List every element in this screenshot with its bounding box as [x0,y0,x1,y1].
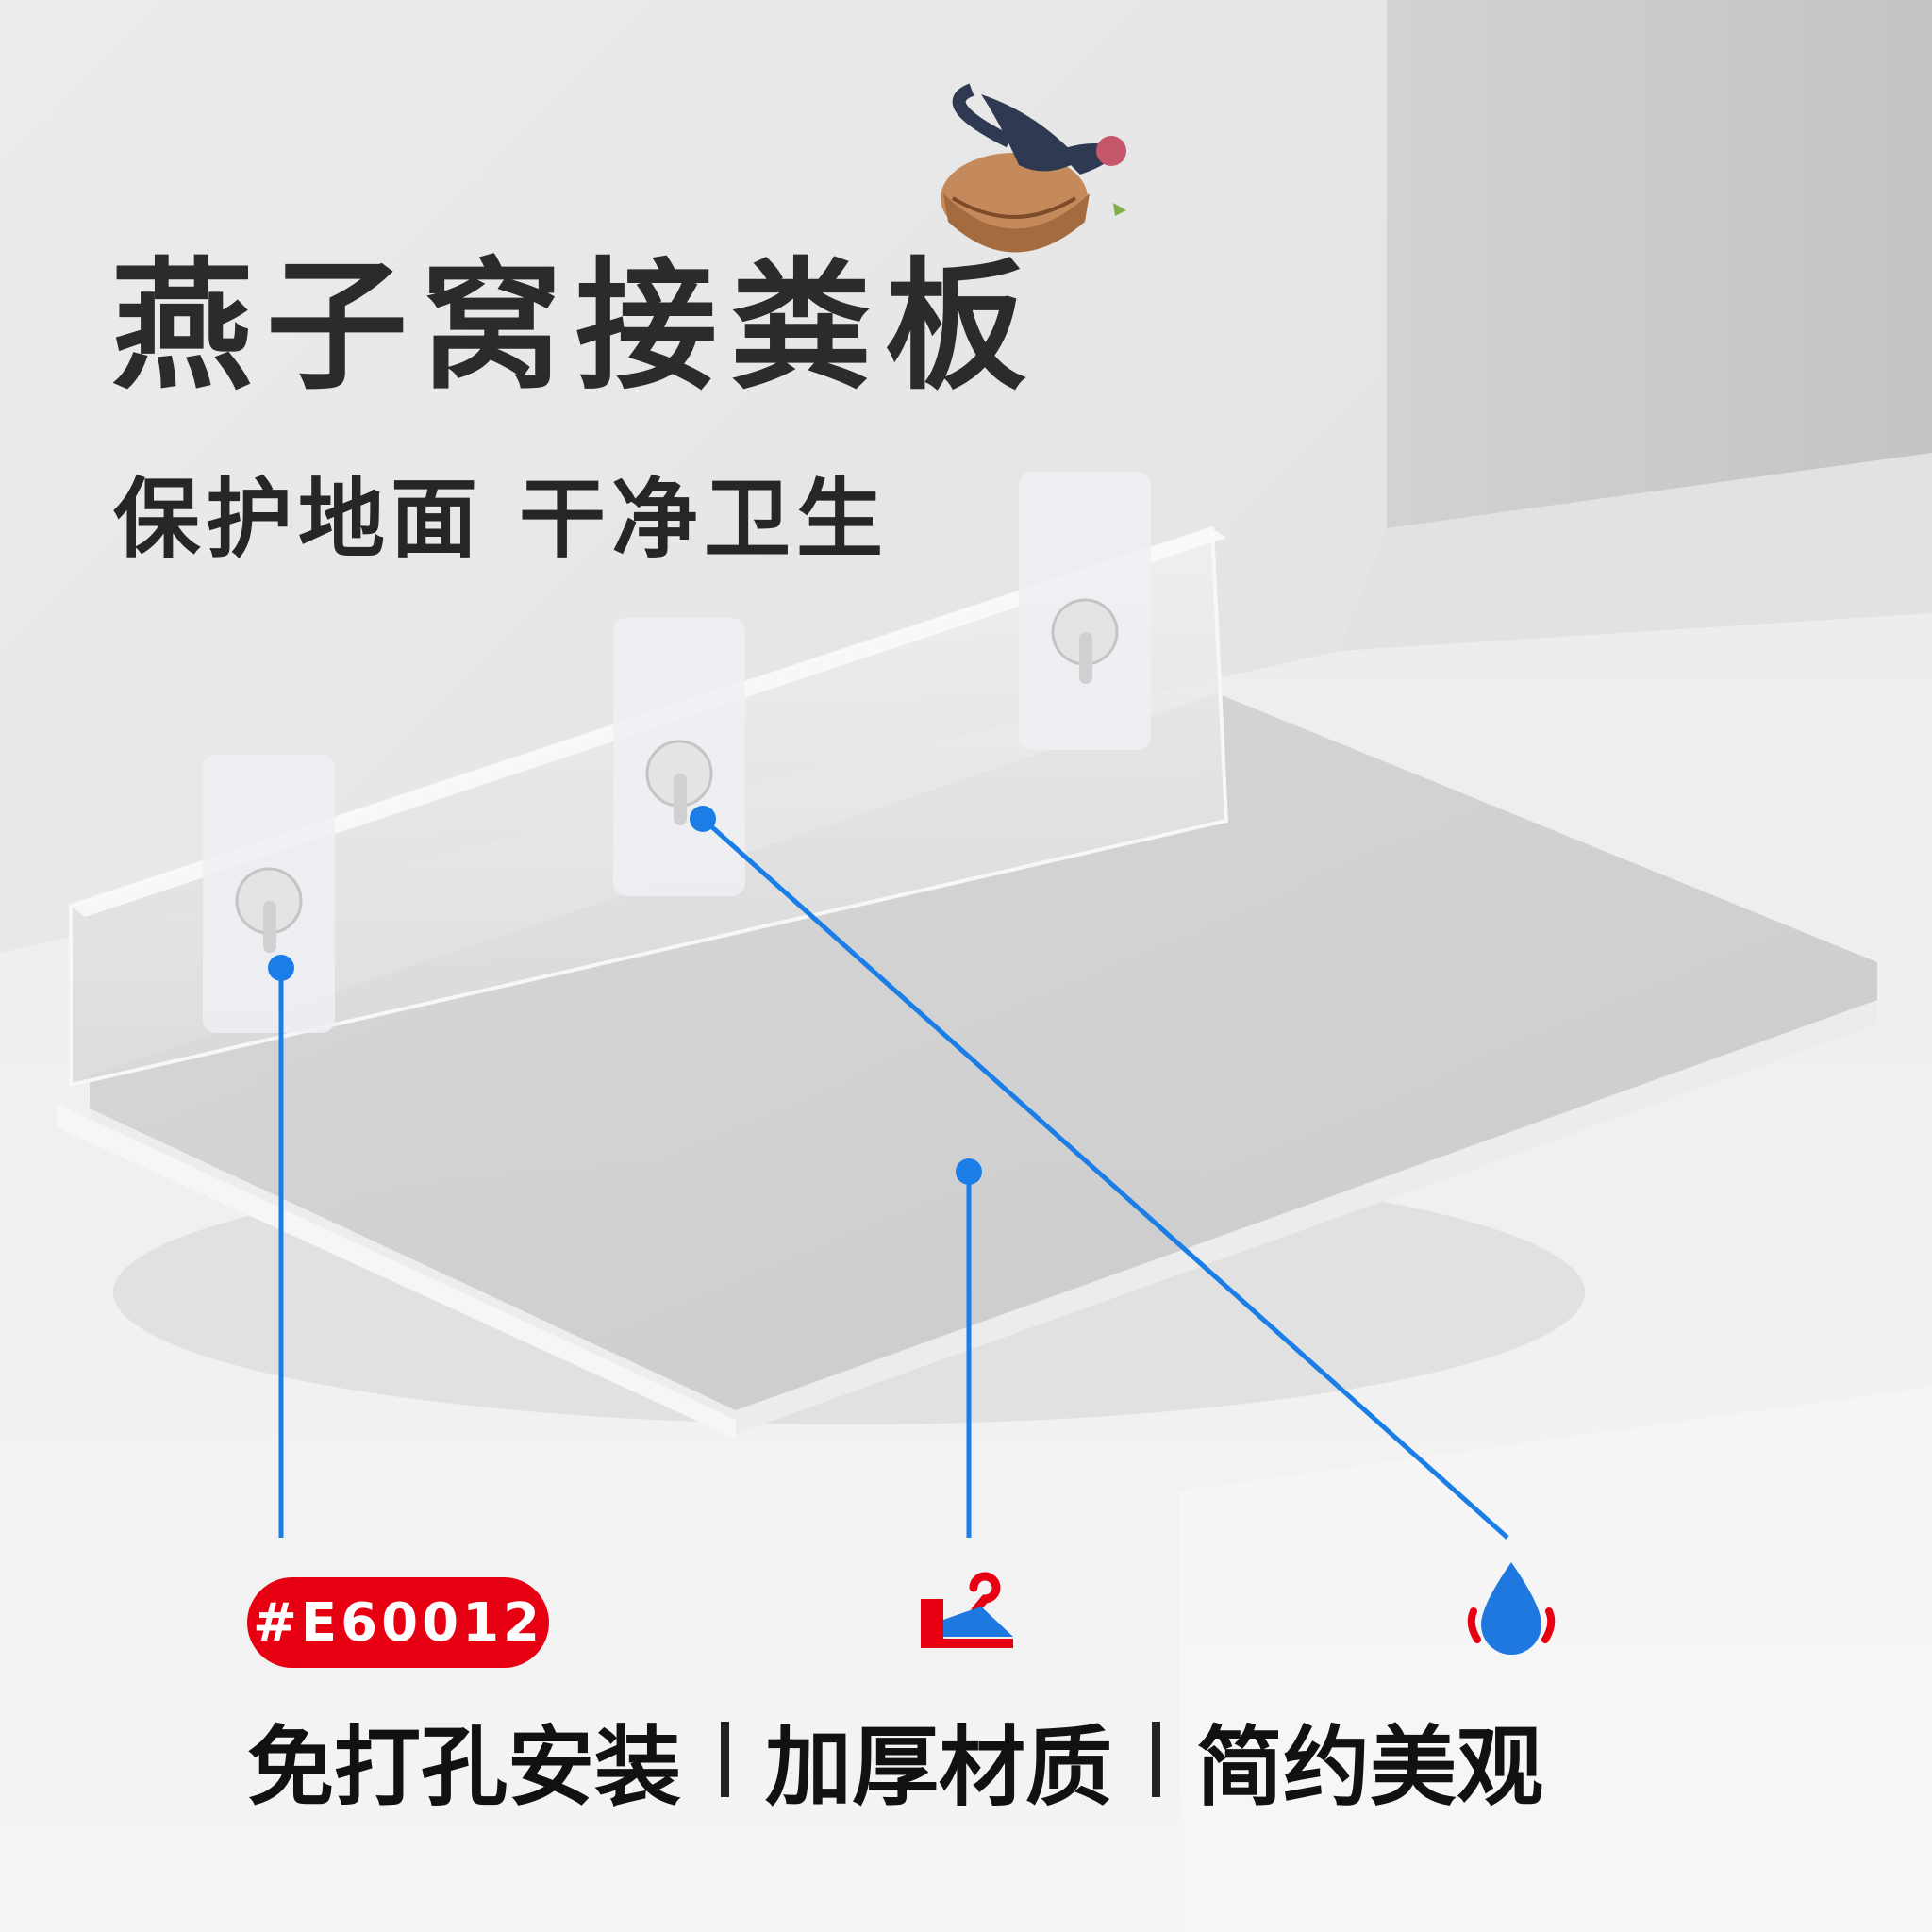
feature-divider [1152,1722,1161,1797]
feature-list: 免打孔安装 加厚材质 简约美观 [247,1698,1719,1821]
color-code-badge: #E60012 [247,1577,549,1668]
callout-lines [278,817,1509,1540]
acrylic-shelf [57,472,1877,1439]
feature-simple-design: 简约美观 [1196,1716,1544,1818]
feature-divider [721,1722,730,1797]
water-drop-icon [1467,1562,1556,1655]
page-title: 燕子窝接粪板 [111,245,1041,409]
swallow-nest-icon [941,83,1126,253]
adhesive-tab-middle [613,618,745,896]
callout-dot-adhesive [268,955,294,981]
feature-thick-material: 加厚材质 [765,1716,1113,1818]
page-subtitle: 保护地面 干净卫生 [113,469,890,570]
adhesive-tab-left [203,755,335,1033]
adhesive-tab-right [1019,472,1151,750]
hook-hanger-icon [921,1572,1013,1648]
feature-no-drill: 免打孔安装 [247,1716,682,1818]
callout-dot-plate [956,1158,982,1185]
callout-dot-hook [690,806,716,832]
